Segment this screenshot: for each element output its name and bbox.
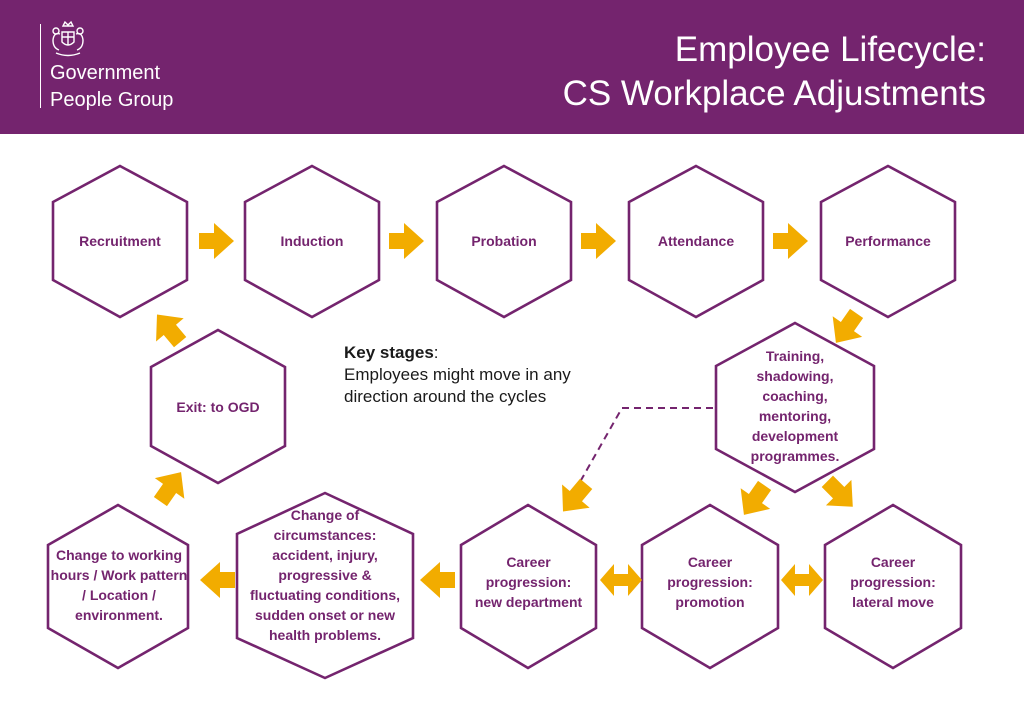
stage-recruitment-label: Recruitment — [79, 233, 161, 249]
org-name-line-2: People Group — [50, 89, 174, 111]
stage-performance: Performance — [823, 225, 953, 257]
stage-training-line: shadowing, — [756, 368, 834, 384]
stage-exit-label: Exit: to OGD — [176, 399, 260, 415]
organisation-name: Government People Group — [50, 60, 250, 114]
up-right-arrow-icon — [153, 472, 185, 507]
left-arrow-icon — [420, 562, 455, 598]
royal-coat-of-arms-icon — [52, 20, 84, 57]
stage-career-lateral-line: Career — [870, 554, 916, 570]
stage-change-working-line: environment. — [75, 607, 163, 623]
stage-probation-label: Probation — [471, 233, 537, 249]
stage-career-new-department: Career progression: new department — [463, 551, 594, 613]
key-stages-note: Key stages: Employees might move in any … — [344, 342, 624, 408]
stage-training-line: coaching, — [762, 388, 828, 404]
down-left-arrow-icon — [832, 308, 864, 343]
stage-career-new-department-line: progression: — [485, 574, 572, 590]
key-stages-colon: : — [433, 343, 439, 362]
stage-change-circumstances-line: Change of — [290, 507, 360, 523]
key-stages-title: Key stages — [344, 343, 434, 362]
key-stages-heading: Key stages: — [344, 342, 624, 364]
stage-exit: Exit: to OGD — [153, 391, 283, 423]
right-arrow-icon — [773, 223, 808, 259]
stage-change-circumstances: Change of circumstances: accident, injur… — [239, 504, 411, 646]
hexagon-change-circumstances — [235, 491, 415, 680]
down-right-arrow-icon — [821, 475, 853, 507]
stage-change-circumstances-line: fluctuating conditions, — [249, 587, 401, 603]
right-arrow-icon — [581, 223, 616, 259]
key-stages-line-2: direction around the cycles — [344, 387, 547, 406]
hexagon-exit — [149, 328, 287, 485]
hexagon-change-working — [46, 503, 190, 670]
stage-career-new-department-line: Career — [506, 554, 551, 570]
stage-change-circumstances-line: progressive & — [278, 567, 372, 583]
hexagon-training — [714, 321, 876, 494]
hexagon-career-new-department — [459, 503, 598, 670]
stage-induction: Induction — [247, 225, 377, 257]
page-title-line-2: CS Workplace Adjustments — [562, 74, 986, 113]
stage-recruitment: Recruitment — [55, 225, 185, 257]
stage-change-working: Change to working hours / Work pattern /… — [44, 544, 194, 626]
stage-induction-label: Induction — [280, 233, 344, 249]
stage-change-working-line: / Location / — [82, 587, 156, 603]
org-name-line-1: Government — [50, 62, 161, 84]
page-title-line-1: Employee Lifecycle: — [674, 30, 986, 69]
stage-career-new-department-line: new department — [474, 594, 583, 610]
stage-change-circumstances-line: circumstances: — [273, 527, 377, 543]
hexagon-career-lateral — [823, 503, 963, 670]
hexagon-career-promotion — [640, 503, 780, 670]
up-left-arrow-icon — [156, 314, 187, 348]
stage-change-circumstances-line: accident, injury, — [272, 547, 378, 563]
left-arrow-icon — [200, 562, 235, 598]
hexagon-induction — [243, 164, 381, 319]
stage-training-line: mentoring, — [758, 408, 832, 424]
stage-career-lateral-line: lateral move — [852, 594, 934, 610]
hexagon-recruitment — [51, 164, 189, 319]
right-arrow-icon — [389, 223, 424, 259]
stage-career-lateral-line: progression: — [850, 574, 936, 590]
stage-change-working-line: hours / Work pattern — [50, 567, 188, 583]
stage-training-line: programmes. — [750, 448, 840, 464]
right-arrow-icon — [199, 223, 234, 259]
down-left-arrow-icon — [740, 480, 772, 515]
hexagon-attendance — [627, 164, 765, 319]
double-arrow-icon — [781, 564, 823, 596]
hexagon-probation — [435, 164, 573, 319]
stage-career-promotion-line: progression: — [667, 574, 753, 590]
stage-career-promotion-line: Career — [687, 554, 733, 570]
stage-performance-label: Performance — [845, 233, 931, 249]
stage-career-promotion: Career progression: promotion — [644, 551, 776, 613]
stage-change-working-line: Change to working — [56, 547, 182, 563]
stage-career-promotion-line: promotion — [675, 594, 745, 610]
down-left-arrow-icon — [562, 478, 593, 512]
stage-attendance: Attendance — [631, 225, 761, 257]
stage-career-lateral: Career progression: lateral move — [827, 551, 959, 613]
page-title: Employee Lifecycle: CS Workplace Adjustm… — [563, 28, 986, 116]
brand-divider — [40, 24, 41, 108]
stage-change-circumstances-line: sudden onset or new — [254, 607, 395, 623]
header-banner: Government People Group Employee Lifecyc… — [0, 0, 1024, 134]
double-arrow-icon — [600, 564, 642, 596]
key-stages-line-1: Employees might move in any — [344, 365, 571, 384]
stage-change-circumstances-line: health problems. — [268, 627, 382, 643]
stage-probation: Probation — [439, 225, 569, 257]
stage-training-line: development — [751, 428, 839, 444]
dashed-connector — [571, 407, 713, 497]
hexagon-performance — [819, 164, 957, 319]
stage-training-line: Training, — [765, 348, 825, 364]
stage-training: Training, shadowing, coaching, mentoring… — [718, 345, 872, 467]
stage-attendance-label: Attendance — [657, 233, 735, 249]
